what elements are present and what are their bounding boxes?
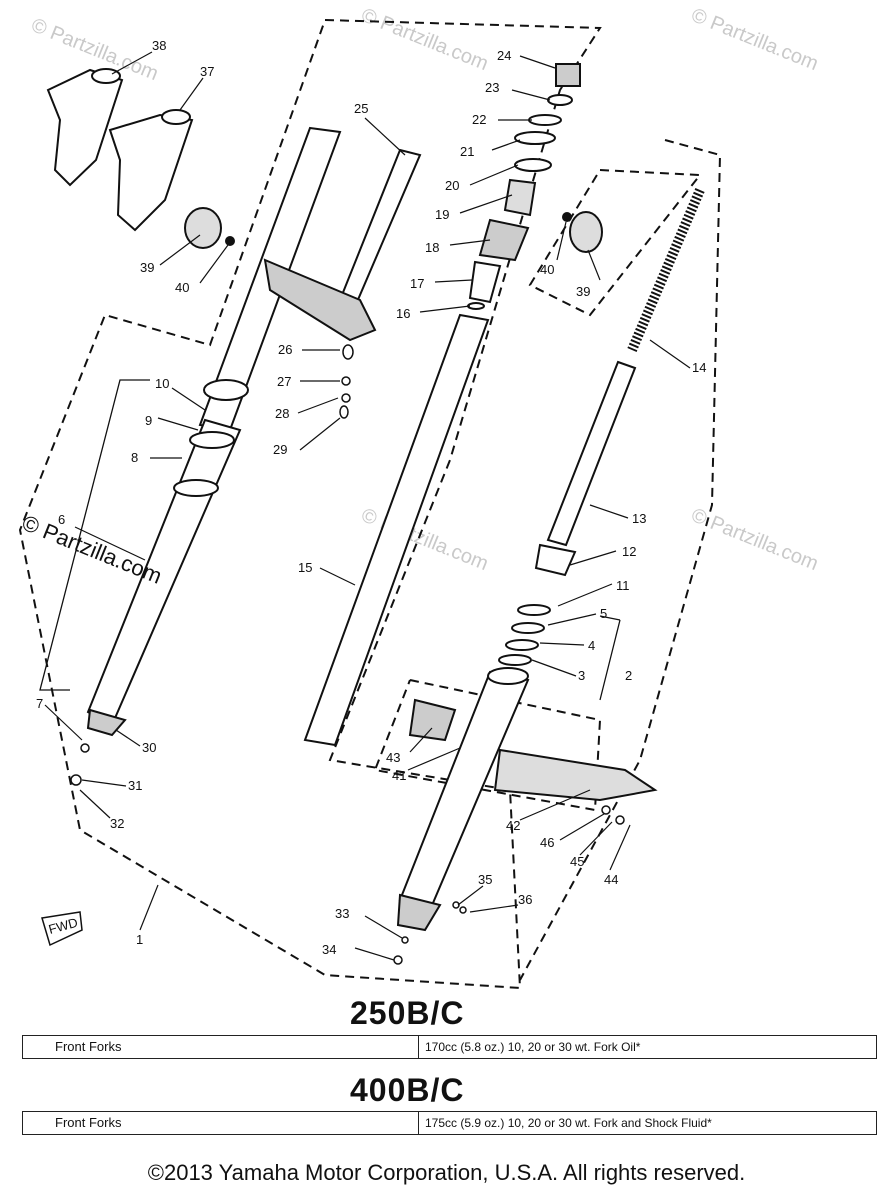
watermark: © Partzilla.com xyxy=(688,504,821,575)
callout-44: 44 xyxy=(604,872,618,887)
callout-39-right: 39 xyxy=(576,284,590,299)
callout-15: 15 xyxy=(298,560,312,575)
callout-21: 21 xyxy=(460,144,474,159)
callout-25: 25 xyxy=(354,101,368,116)
exploded-parts-diagram: © Partzilla.com © Partzilla.com © Partzi… xyxy=(18,4,821,990)
callout-33: 33 xyxy=(335,906,349,921)
callout-30: 30 xyxy=(142,740,156,755)
callout-24: 24 xyxy=(497,48,511,63)
callout-29: 29 xyxy=(273,442,287,457)
watermark: © Partzilla.com xyxy=(688,4,821,75)
fwd-arrow: FWD xyxy=(41,911,83,947)
callout-1: 1 xyxy=(136,932,143,947)
callout-27: 27 xyxy=(277,374,291,389)
callout-9: 9 xyxy=(145,413,152,428)
spec-row-400: Front Forks 175cc (5.9 oz.) 10, 20 or 30… xyxy=(22,1111,877,1135)
callout-36: 36 xyxy=(518,892,532,907)
callout-34: 34 xyxy=(322,942,336,957)
callout-22: 22 xyxy=(472,112,486,127)
spec-row-250: Front Forks 170cc (5.8 oz.) 10, 20 or 30… xyxy=(22,1035,877,1059)
callout-26: 26 xyxy=(278,342,292,357)
fork-spring xyxy=(627,188,705,352)
callout-5: 5 xyxy=(600,606,607,621)
bracket-lines xyxy=(39,379,621,701)
callout-10: 10 xyxy=(155,376,169,391)
callout-23: 23 xyxy=(485,80,499,95)
callout-38: 38 xyxy=(152,38,166,53)
callout-43: 43 xyxy=(386,750,400,765)
callout-16: 16 xyxy=(396,306,410,321)
fwd-label: FWD xyxy=(47,915,79,937)
callout-32: 32 xyxy=(110,816,124,831)
callout-12: 12 xyxy=(622,544,636,559)
callout-42: 42 xyxy=(506,818,520,833)
callout-4: 4 xyxy=(588,638,595,653)
callout-numbers: 38 37 39 40 25 24 23 22 21 20 19 18 17 1… xyxy=(36,38,706,957)
callout-39: 39 xyxy=(140,260,154,275)
watermark: © Partzilla.com xyxy=(358,4,491,75)
callout-37: 37 xyxy=(200,64,214,79)
fork-brackets xyxy=(46,68,194,232)
callout-7: 7 xyxy=(36,696,43,711)
callout-19: 19 xyxy=(435,207,449,222)
callout-28: 28 xyxy=(275,406,289,421)
fork-tube xyxy=(303,313,490,747)
leader-lines xyxy=(44,51,691,961)
callout-31: 31 xyxy=(128,778,142,793)
callout-2: 2 xyxy=(625,668,632,683)
callout-46: 46 xyxy=(540,835,554,850)
callout-8: 8 xyxy=(131,450,138,465)
outer-fork-tube xyxy=(396,667,658,932)
spec-value: 175cc (5.9 oz.) 10, 20 or 30 wt. Fork an… xyxy=(425,1116,712,1130)
callout-45: 45 xyxy=(570,854,584,869)
left-fork-assembly xyxy=(86,126,422,737)
spec-label: Front Forks xyxy=(23,1112,419,1134)
callout-41: 41 xyxy=(392,768,406,783)
callout-6: 6 xyxy=(58,512,65,527)
cap-bolt-stack xyxy=(467,63,581,310)
callout-20: 20 xyxy=(445,178,459,193)
dashed-boundary xyxy=(18,19,722,990)
callout-3: 3 xyxy=(578,668,585,683)
callout-40-right: 40 xyxy=(540,262,554,277)
callout-13: 13 xyxy=(632,511,646,526)
callout-35: 35 xyxy=(478,872,492,887)
cap-left xyxy=(184,207,235,249)
callout-11: 11 xyxy=(616,578,630,593)
model-title-400: 400B/C xyxy=(350,1072,465,1108)
callout-40: 40 xyxy=(175,280,189,295)
cap-right xyxy=(562,211,603,253)
callout-14: 14 xyxy=(692,360,706,375)
spec-value: 170cc (5.8 oz.) 10, 20 or 30 wt. Fork Oi… xyxy=(425,1040,641,1054)
small-hardware xyxy=(70,344,625,965)
copyright: ©2013 Yamaha Motor Corporation, U.S.A. A… xyxy=(147,1160,746,1185)
spec-label: Front Forks xyxy=(23,1036,419,1058)
callout-17: 17 xyxy=(410,276,424,291)
callout-18: 18 xyxy=(425,240,439,255)
damper-rod xyxy=(498,360,637,666)
model-title-250: 250B/C xyxy=(350,995,465,1031)
